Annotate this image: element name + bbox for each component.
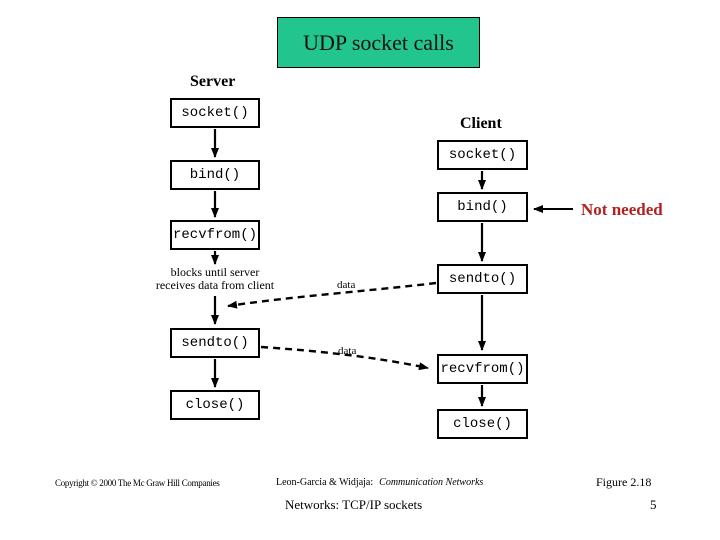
slide-title-box: UDP socket calls: [277, 17, 480, 68]
server-recvfrom-label: recvfrom(): [172, 227, 257, 243]
server-close-box: close(): [170, 390, 260, 420]
server-column-label: Server: [190, 73, 236, 90]
client-sendto-box: sendto(): [437, 264, 528, 294]
data-label-server-to-client: data: [338, 345, 357, 357]
footer-book-title: Communication Networks: [379, 477, 484, 488]
footer-attribution-authors: Leon-Garcia & Widjaja:: [276, 477, 374, 488]
footer-copyright: Copyright © 2000 The Mc Graw Hill Compan…: [55, 478, 220, 488]
server-socket-box: socket(): [170, 98, 260, 128]
client-bind-label: bind(): [457, 199, 508, 215]
client-recvfrom-box: recvfrom(): [437, 354, 528, 384]
server-sendto-label: sendto(): [181, 335, 249, 351]
server-recvfrom-box: recvfrom(): [170, 220, 260, 250]
blocks-note: blocks until server receives data from c…: [145, 266, 285, 292]
blocks-note-line1: blocks until server: [170, 265, 260, 279]
client-recvfrom-label: recvfrom(): [440, 361, 525, 377]
data-label-client-to-server: data: [337, 279, 356, 291]
footer-figure-number: Figure 2.18: [596, 475, 652, 489]
footer-page-number: 5: [650, 497, 657, 512]
server-socket-label: socket(): [181, 105, 249, 121]
client-sendto-label: sendto(): [448, 271, 517, 287]
server-bind-label: bind(): [189, 167, 241, 183]
client-socket-label: socket(): [448, 147, 517, 163]
not-needed-label: Not needed: [581, 200, 663, 219]
client-bind-box: bind(): [437, 192, 528, 222]
client-close-label: close(): [453, 416, 512, 432]
server-sendto-box: sendto(): [170, 328, 260, 358]
client-column-label: Client: [460, 115, 502, 132]
footer-attribution: Leon-Garcia & Widjaja: Communication Netw…: [276, 477, 483, 488]
server-bind-box: bind(): [170, 160, 260, 190]
server-close-label: close(): [185, 397, 245, 413]
blocks-note-line2: receives data from client: [155, 278, 275, 292]
client-close-box: close(): [437, 409, 528, 439]
client-socket-box: socket(): [437, 140, 528, 170]
footer-course-title: Networks: TCP/IP sockets: [285, 497, 423, 512]
slide-title: UDP socket calls: [303, 29, 454, 55]
